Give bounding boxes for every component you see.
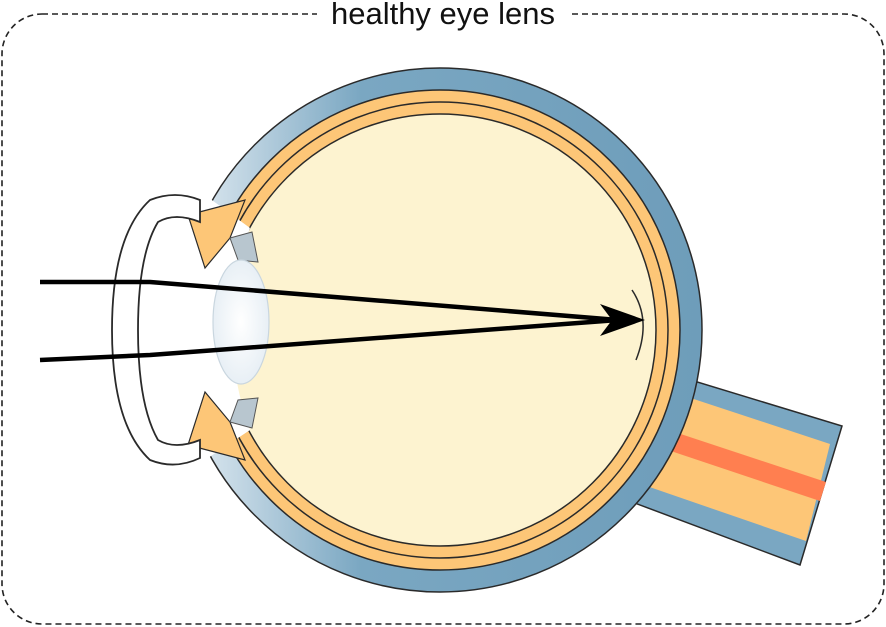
diagram-title-wrap: healthy eye lens xyxy=(0,0,886,34)
vitreous-body xyxy=(224,114,656,546)
lens xyxy=(213,260,269,384)
diagram-title: healthy eye lens xyxy=(317,0,569,31)
